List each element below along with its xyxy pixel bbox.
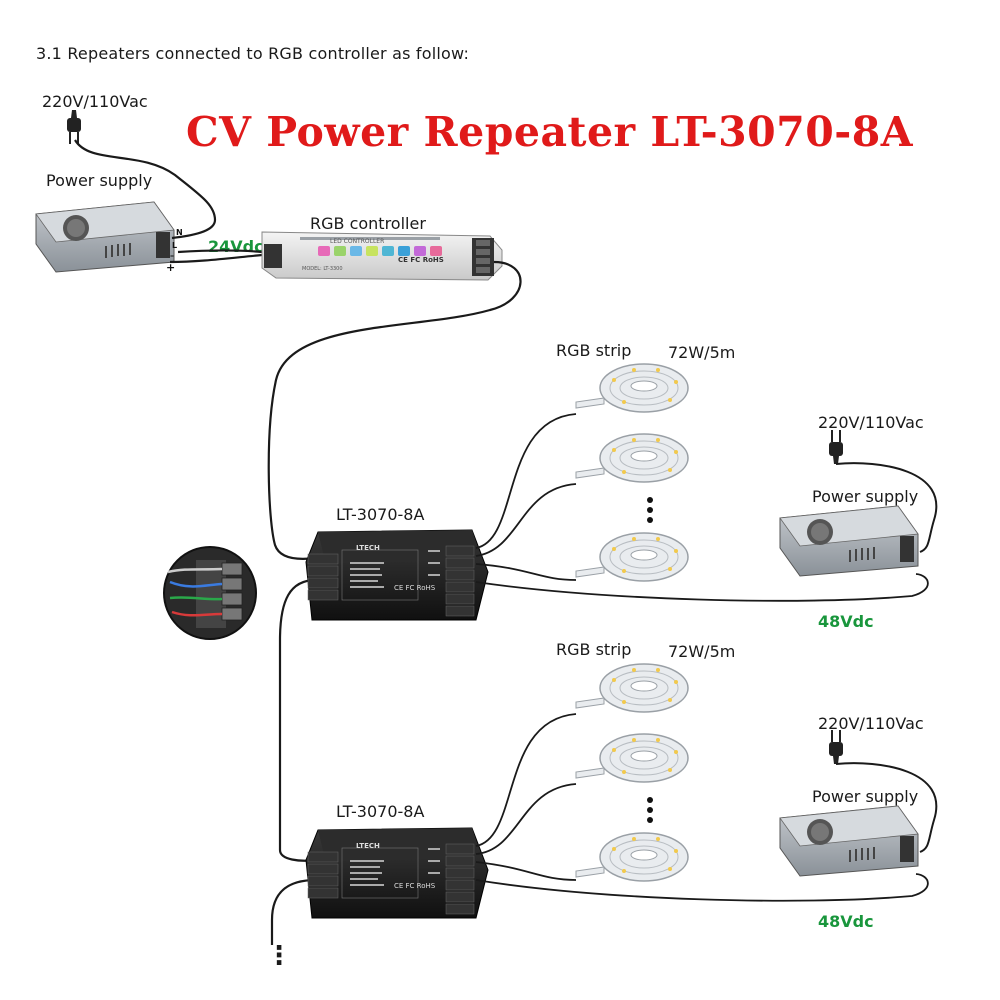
psu-terminal-n: N — [176, 228, 183, 237]
strip-1a — [575, 363, 689, 413]
group-1-ac-label: 220V/110Vac — [818, 413, 924, 432]
controller-model-text: MODEL: LT-3300 — [302, 266, 343, 272]
group-2-dc-label: 48Vdc — [818, 912, 874, 931]
group-2-power-supply — [779, 805, 919, 877]
group-2-ac-label: 220V/110Vac — [818, 714, 924, 733]
repeater-2-device — [305, 827, 489, 919]
repeater-2-label: LT-3070-8A — [336, 802, 425, 821]
strip-1-label: RGB strip — [556, 341, 632, 360]
group-1-power-supply — [779, 505, 919, 577]
input-plug-icon — [66, 109, 82, 145]
psu-terminal-plus: + — [166, 261, 175, 274]
repeater-1-label: LT-3070-8A — [336, 505, 425, 524]
strip-2a — [575, 663, 689, 713]
repeater-1-brand: LTECH — [356, 544, 380, 552]
strip-2c — [575, 832, 689, 882]
controller-label: RGB controller — [310, 214, 426, 233]
strip-1c — [575, 532, 689, 582]
strip-2b — [575, 733, 689, 783]
diagram-title: CV Power Repeater LT-3070-8A — [186, 108, 914, 156]
repeater-2-brand: LTECH — [356, 842, 380, 850]
strip-1-power: 72W/5m — [668, 343, 736, 362]
repeater-1-cert-marks: CE FC RoHS — [394, 584, 436, 592]
section-heading: 3.1 Repeaters connected to RGB controlle… — [36, 44, 470, 63]
psu-terminal-l: L — [172, 241, 177, 250]
strip-2-power: 72W/5m — [668, 642, 736, 661]
strip-1b — [575, 433, 689, 483]
input-ac-label: 220V/110Vac — [42, 92, 148, 111]
group-2-plug-icon — [828, 729, 844, 765]
controller-cert-marks: CE FC RoHS — [398, 256, 444, 264]
repeater-2-cert-marks: CE FC RoHS — [394, 882, 436, 890]
terminal-detail-inset — [163, 546, 257, 640]
strip-2-label: RGB strip — [556, 640, 632, 659]
repeater-1-device — [305, 529, 489, 621]
psu-terminal-minus: – — [170, 251, 174, 260]
group-1-plug-icon — [828, 429, 844, 465]
group-1-psu-label: Power supply — [812, 487, 919, 506]
input-power-supply — [35, 201, 175, 273]
group-1-dc-label: 48Vdc — [818, 612, 874, 631]
rgb-controller: LED CONTROLLER MODEL: LT-3300 CE FC RoHS — [261, 231, 503, 281]
input-psu-label: Power supply — [46, 171, 153, 190]
group-2-psu-label: Power supply — [812, 787, 919, 806]
controller-panel-text: LED CONTROLLER — [330, 238, 384, 245]
